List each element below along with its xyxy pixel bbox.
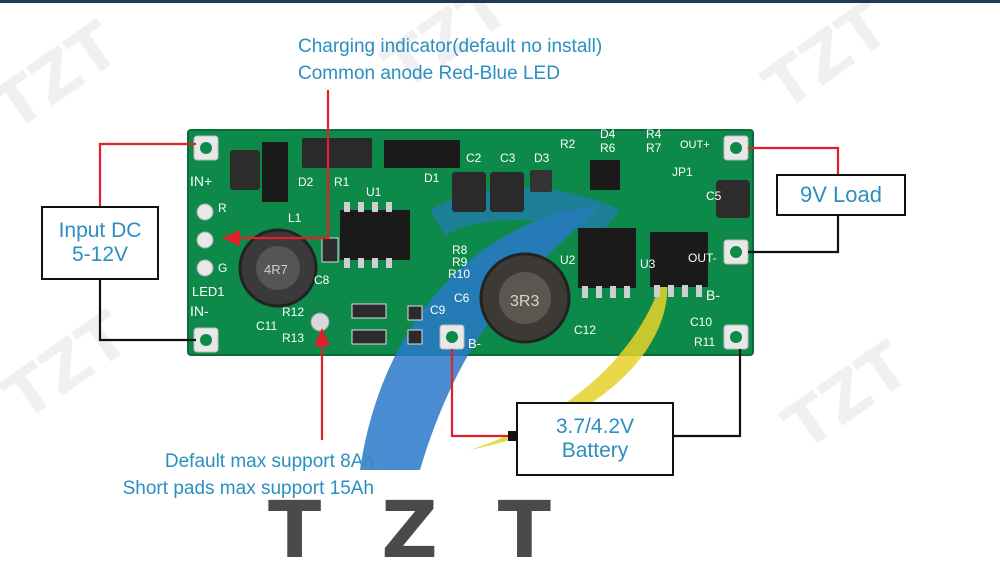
wire-load-plus (748, 146, 840, 176)
input-dc-line2: 5-12V (71, 243, 129, 266)
load-label: 9V Load (800, 182, 882, 207)
label-r10: R10 (448, 267, 470, 281)
brand-logo-text: TZT (268, 486, 611, 576)
label-r4: R4 (646, 127, 662, 141)
wire-battery-minus (672, 349, 742, 438)
label-r8: R8 (452, 243, 468, 257)
load-box: 9V Load (776, 174, 906, 216)
charging-indicator-annotation: Charging indicator(default no install) C… (298, 33, 602, 87)
label-out-minus: OUT- (688, 251, 717, 265)
top-border-line (0, 0, 1000, 3)
label-out-plus: OUT+ (680, 139, 710, 151)
arrowhead-charging (222, 230, 240, 246)
label-r6: R6 (600, 141, 616, 155)
label-c3: C3 (500, 151, 516, 165)
battery-line1: 3.7/4.2V (555, 415, 635, 438)
wire-battery-plus (450, 349, 518, 438)
label-d1: D1 (424, 171, 440, 185)
label-g: G (218, 261, 227, 275)
input-dc-box: Input DC 5-12V (41, 206, 159, 280)
label-c10: C10 (690, 315, 712, 329)
label-d4: D4 (600, 127, 616, 141)
capacitor-c5 (716, 180, 750, 218)
charging-annotation-line2: Common anode Red-Blue LED (298, 63, 560, 84)
label-b-minus: B- (706, 287, 720, 303)
diode-d2 (262, 142, 288, 202)
label-r13: R13 (282, 331, 304, 345)
label-r2: R2 (560, 137, 576, 151)
label-led1: LED1 (192, 284, 225, 299)
label-r: R (218, 201, 227, 215)
diode-d1 (384, 140, 460, 168)
ic-u2 (578, 228, 636, 288)
input-dc-line1: Input DC (58, 219, 142, 242)
arrow-charging-indicator (236, 90, 330, 240)
wire-load-minus (748, 214, 840, 254)
label-c6: C6 (454, 291, 470, 305)
ic-u3 (650, 232, 708, 287)
label-in-plus: IN+ (190, 173, 212, 189)
label-inductor-small: 4R7 (264, 262, 288, 277)
label-c12: C12 (574, 323, 596, 337)
label-r1: R1 (334, 175, 350, 189)
label-l1: L1 (288, 211, 302, 225)
label-d2: D2 (298, 175, 314, 189)
arrowhead-support (314, 328, 330, 346)
battery-line2: Battery (561, 439, 629, 462)
label-r12: R12 (282, 305, 304, 319)
battery-box: 3.7/4.2V Battery (516, 402, 674, 476)
label-c9: C9 (430, 303, 446, 317)
label-u1: U1 (366, 185, 382, 199)
label-c8: C8 (314, 273, 330, 287)
label-d3: D3 (534, 151, 550, 165)
wire-input-minus (98, 278, 196, 342)
label-inductor-main: 3R3 (510, 293, 539, 310)
board-photo: IN+ IN- LED1 R G OUT+ OUT- B- B- L1 U1 U… (98, 90, 840, 470)
label-u3: U3 (640, 257, 656, 271)
support-annotation-line1: Default max support 8Ah (164, 451, 374, 472)
ic-u1 (340, 210, 410, 260)
label-c5: C5 (706, 189, 722, 203)
charging-annotation-line1: Charging indicator(default no install) (298, 36, 603, 57)
label-b-minus-2: B- (468, 336, 481, 351)
label-r7: R7 (646, 141, 662, 155)
label-c2: C2 (466, 151, 482, 165)
label-u2: U2 (560, 253, 576, 267)
label-in-minus: IN- (190, 303, 209, 319)
label-r11: R11 (694, 335, 715, 349)
label-r9: R9 (452, 255, 468, 269)
label-c11: C11 (256, 319, 277, 333)
wire-input-plus (98, 142, 196, 206)
pad-support-annotation: Default max support 8Ah Short pads max s… (82, 448, 374, 502)
label-jp1: JP1 (672, 165, 693, 179)
support-annotation-line2: Short pads max support 15Ah (122, 478, 374, 499)
